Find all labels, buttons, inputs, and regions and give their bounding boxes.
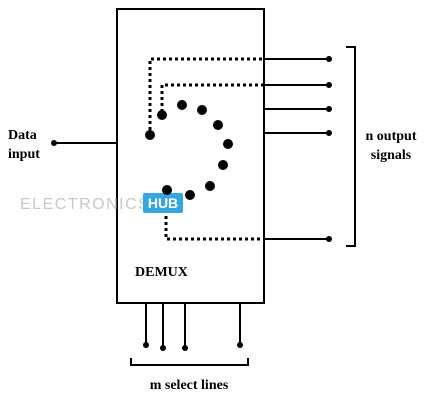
contact-dot <box>185 190 195 200</box>
output-lines <box>264 56 332 242</box>
select-line-1 <box>143 303 149 348</box>
contact-dot <box>162 185 172 195</box>
output-label-line1: n output <box>366 129 417 144</box>
output-line-1 <box>264 56 332 62</box>
contact-dot <box>218 160 228 170</box>
switch-contacts <box>145 100 233 200</box>
data-input-label-line1: Data <box>8 128 37 143</box>
data-input-label-line2: input <box>8 147 40 162</box>
select-line-3 <box>182 303 188 351</box>
contact-dot <box>145 130 155 140</box>
demux-label: DEMUX <box>135 265 188 280</box>
select-line-2 <box>160 303 166 351</box>
contact-dot <box>223 139 233 149</box>
select-bracket <box>130 358 249 366</box>
dotted-path-output-2 <box>160 83 264 112</box>
contact-dot <box>157 110 167 120</box>
select-lines <box>143 303 243 351</box>
contact-dot <box>205 181 215 191</box>
contact-dot <box>177 100 187 110</box>
output-bracket <box>346 46 356 247</box>
watermark-badge <box>143 193 183 213</box>
output-line-2 <box>264 82 332 88</box>
internal-dotted-paths <box>148 57 264 241</box>
select-line-m <box>237 303 243 348</box>
contact-dot <box>197 105 207 115</box>
dotted-path-output-1 <box>148 57 264 130</box>
select-lines-label: m select lines <box>150 378 229 393</box>
contact-dot <box>213 120 223 130</box>
data-input-line <box>51 140 117 146</box>
demux-block <box>116 8 265 304</box>
watermark-text: ELECTRONICS <box>20 196 150 213</box>
output-line-3 <box>264 106 332 112</box>
output-line-4 <box>264 130 332 136</box>
output-line-n <box>264 236 332 242</box>
watermark-badge-text: HUB <box>148 195 178 211</box>
watermark: ELECTRONICS HUB <box>20 193 183 213</box>
output-label-line2: signals <box>371 148 412 163</box>
